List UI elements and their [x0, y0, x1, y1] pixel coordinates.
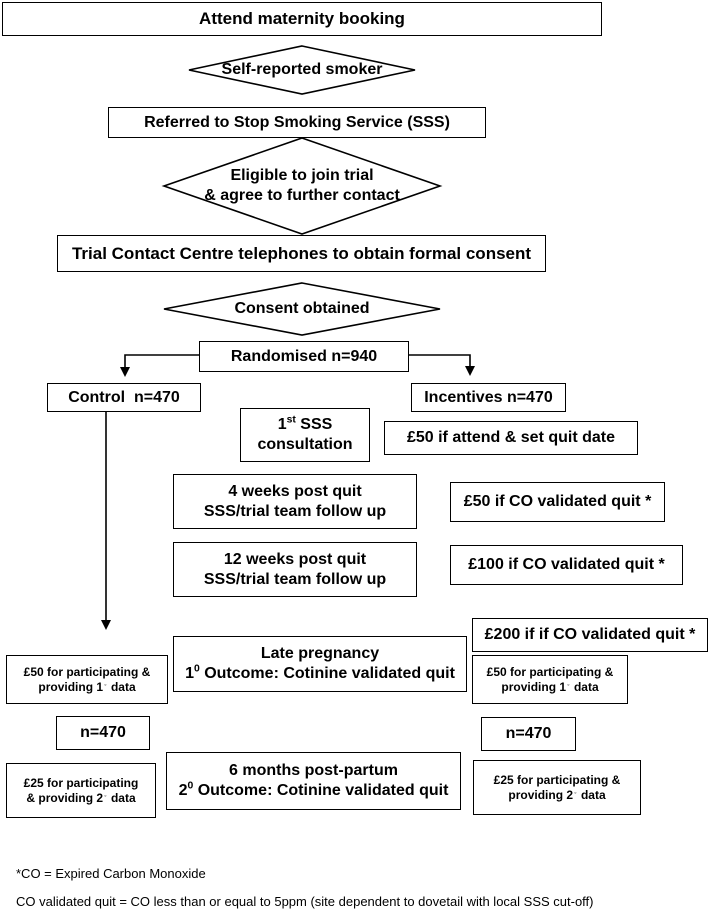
- twelve-weeks-line1: 12 weeks post quit: [223, 550, 367, 568]
- eligible-line2: & agree to further contact: [204, 187, 400, 204]
- late-outcome-description: : Cotinine validated quit: [273, 665, 455, 682]
- sss-consultation-ordinal-suffix: st: [286, 414, 296, 426]
- consent-text-wrap: Consent obtained: [164, 295, 440, 323]
- self-reported-text-wrap: Self-reported smoker: [189, 56, 415, 84]
- incentive-twelve-weeks-text: £100 if CO validated quit *: [468, 556, 665, 573]
- four-weeks-line2: SSS/trial team follow up: [203, 502, 387, 520]
- randomised-box: Randomised n=940: [199, 341, 409, 372]
- incentives-primary-payment-part-a: providing 1: [501, 679, 567, 694]
- referred-box: Referred to Stop Smoking Service (SSS): [108, 107, 486, 138]
- sss-consultation-line2: consultation: [257, 436, 353, 453]
- randomised-text: Randomised n=940: [230, 347, 378, 365]
- incentives-primary-payment-line2: providing 1◦ data: [501, 680, 598, 695]
- six-outcome-number: 2: [178, 782, 188, 799]
- contact-centre-text: Trial Contact Centre telephones to obtai…: [71, 243, 532, 263]
- incentive-four-weeks-text: £50 if CO validated quit *: [463, 493, 652, 510]
- incentives-secondary-payment-part-a: providing 2: [508, 787, 574, 802]
- control-primary-payment-line1: £50 for participating &: [23, 664, 151, 679]
- twelve-weeks-line2: SSS/trial team follow up: [203, 570, 387, 588]
- six-outcome-superscript: 0: [187, 780, 194, 792]
- control-followup-count: n=470: [80, 724, 126, 741]
- incentives-followup-count-box: n=470: [481, 717, 576, 751]
- four-weeks-box: 4 weeks post quit SSS/trial team follow …: [173, 474, 417, 529]
- incentives-arm-text: Incentives n=470: [424, 388, 553, 406]
- incentives-primary-payment-part-b: data: [570, 679, 599, 694]
- incentives-secondary-payment-part-b: data: [577, 787, 606, 802]
- late-outcome-superscript: 0: [193, 663, 200, 675]
- six-outcome-description: : Cotinine validated quit: [267, 782, 449, 799]
- control-primary-payment-box: £50 for participating & providing 1◦ dat…: [6, 655, 168, 704]
- incentive-four-weeks-box: £50 if CO validated quit *: [450, 482, 665, 522]
- control-arm-text: Control n=470: [68, 388, 180, 406]
- late-pregnancy-box: Late pregnancy 10 Outcome: Cotinine vali…: [173, 636, 467, 692]
- incentives-branch-line: [408, 354, 475, 376]
- primary-degree-symbol: ◦: [104, 679, 107, 689]
- footnote-quit-definition: CO validated quit = CO less than or equa…: [16, 894, 594, 909]
- incentive-late-pregnancy-text: £200 if if CO validated quit *: [484, 626, 696, 643]
- incentive-twelve-weeks-box: £100 if CO validated quit *: [450, 545, 683, 585]
- control-secondary-payment-part-a: & providing 2: [26, 790, 104, 805]
- control-branch-line: [120, 354, 200, 377]
- six-outcome-label: Outcome: [193, 782, 268, 799]
- incentives-secondary-payment-box: £25 for participating & providing 2◦ dat…: [473, 760, 641, 815]
- control-primary-payment-part-b: data: [107, 679, 136, 694]
- consent-diamond: [163, 282, 441, 336]
- sss-consultation-line1: 1st SSS: [278, 415, 333, 435]
- contact-centre-box: Trial Contact Centre telephones to obtai…: [57, 235, 546, 272]
- self-reported-diamond: [188, 45, 416, 95]
- six-months-line1: 6 months post-partum: [229, 762, 398, 779]
- eligible-text-wrap: Eligible to join trial & agree to furthe…: [164, 158, 440, 214]
- late-outcome-label: Outcome: [199, 665, 274, 682]
- incentives-secondary-payment-line1: £25 for participating &: [493, 772, 621, 787]
- self-reported-text: Self-reported smoker: [221, 61, 383, 78]
- incentives-secondary-payment-line2: providing 2◦ data: [508, 788, 605, 803]
- control-followup-count-box: n=470: [56, 716, 150, 750]
- incentive-late-pregnancy-box: £200 if if CO validated quit *: [472, 618, 708, 652]
- attend-booking-text: Attend maternity booking: [199, 9, 405, 29]
- incentive-attend-box: £50 if attend & set quit date: [384, 421, 638, 455]
- late-outcome-number: 1: [185, 665, 194, 682]
- footnote-co-definition: *CO = Expired Carbon Monoxide: [16, 866, 206, 881]
- six-months-line2: 20 Outcome: Cotinine validated quit: [179, 781, 449, 801]
- control-primary-payment-part-a: providing 1: [38, 679, 104, 694]
- control-secondary-payment-line1: £25 for participating: [23, 775, 139, 790]
- control-secondary-payment-part-b: data: [107, 790, 136, 805]
- incentive-attend-text: £50 if attend & set quit date: [406, 429, 616, 446]
- late-pregnancy-line2: 10 Outcome: Cotinine validated quit: [185, 664, 455, 684]
- incentives-primary-payment-line1: £50 for participating &: [486, 664, 614, 679]
- eligible-line1: Eligible to join trial: [230, 167, 374, 184]
- secondary-degree-symbol: ◦: [104, 790, 107, 800]
- sss-consultation-box: 1st SSS consultation: [240, 408, 370, 462]
- incentives-primary-payment-box: £50 for participating & providing 1◦ dat…: [472, 655, 628, 704]
- consent-text: Consent obtained: [234, 300, 370, 317]
- sss-consultation-ordinal: 1: [277, 416, 287, 433]
- attend-booking-box: Attend maternity booking: [2, 2, 602, 36]
- control-secondary-payment-box: £25 for participating & providing 2◦ dat…: [6, 763, 156, 818]
- control-secondary-payment-line2: & providing 2◦ data: [26, 791, 135, 806]
- eligible-diamond: [161, 137, 443, 235]
- late-pregnancy-line1: Late pregnancy: [260, 645, 380, 662]
- referred-text: Referred to Stop Smoking Service (SSS): [144, 113, 450, 131]
- sss-consultation-label: SSS: [295, 416, 333, 433]
- four-weeks-line1: 4 weeks post quit: [228, 482, 362, 500]
- six-months-box: 6 months post-partum 20 Outcome: Cotinin…: [166, 752, 461, 810]
- incentives-primary-degree-symbol: ◦: [567, 679, 570, 689]
- incentives-arm-box: Incentives n=470: [411, 383, 566, 412]
- control-primary-payment-line2: providing 1◦ data: [38, 680, 135, 695]
- control-arm-box: Control n=470: [47, 383, 201, 412]
- twelve-weeks-box: 12 weeks post quit SSS/trial team follow…: [173, 542, 417, 597]
- incentives-secondary-degree-symbol: ◦: [574, 787, 577, 797]
- incentives-followup-count: n=470: [505, 725, 552, 742]
